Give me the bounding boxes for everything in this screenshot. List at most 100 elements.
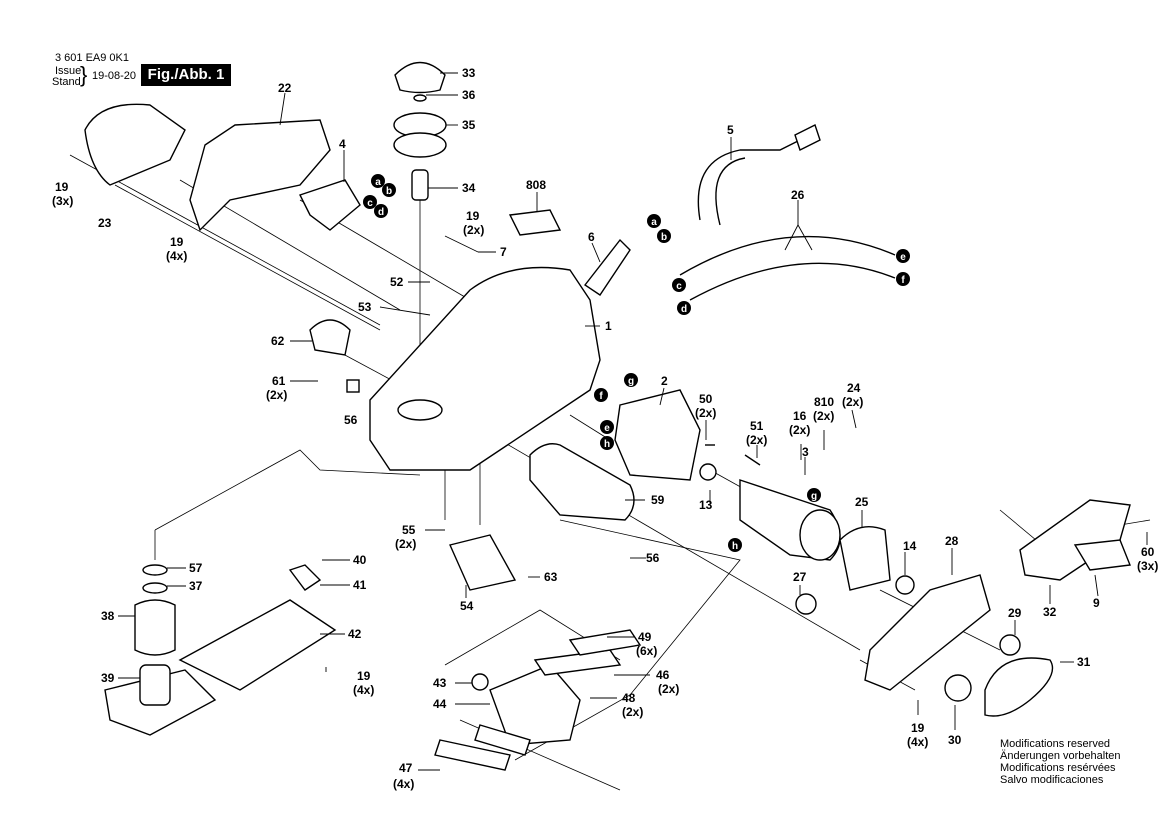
connector-g-1 bbox=[624, 373, 638, 387]
callout-label: 7 bbox=[500, 245, 507, 259]
connector-letter: c bbox=[367, 198, 373, 209]
callout-label: (3x) bbox=[52, 194, 73, 208]
field-cover-part bbox=[529, 443, 635, 521]
callout-label: 2 bbox=[661, 374, 668, 388]
sole-plate-part bbox=[178, 599, 337, 691]
callout-label: 23 bbox=[98, 216, 112, 230]
connector-letters: a b c d a b e f c d f g e h g h bbox=[367, 177, 906, 552]
connector-letter: g bbox=[811, 491, 817, 502]
callout-label: 63 bbox=[544, 570, 558, 584]
callout-label: 54 bbox=[460, 599, 474, 613]
callout-label: (4x) bbox=[353, 683, 374, 697]
callout-label: 53 bbox=[358, 300, 372, 314]
callout-label: 6 bbox=[588, 230, 595, 244]
callout-label: (4x) bbox=[393, 777, 414, 791]
cable-part bbox=[697, 139, 801, 221]
connector-d-1 bbox=[374, 204, 388, 218]
figure-badge: Fig./Abb. 1 bbox=[141, 64, 231, 86]
wire-part bbox=[679, 235, 896, 276]
bearing-seat-part bbox=[346, 379, 360, 393]
callout-label: (2x) bbox=[463, 223, 484, 237]
callout-label: 59 bbox=[651, 493, 665, 507]
header-brace: } bbox=[80, 62, 88, 87]
callout-label: (2x) bbox=[789, 423, 810, 437]
switch-part bbox=[299, 179, 361, 231]
callout-label: 43 bbox=[433, 676, 447, 690]
clamp-plate-part bbox=[434, 739, 511, 771]
callout-label: 24 bbox=[847, 381, 861, 395]
connector-letter: f bbox=[901, 275, 905, 286]
connector-a-2 bbox=[647, 214, 661, 228]
connector-c-1 bbox=[363, 195, 377, 209]
connector-e-2 bbox=[600, 420, 614, 434]
callout-label: 31 bbox=[1077, 655, 1091, 669]
callout-label: 19 bbox=[466, 209, 480, 223]
callout-label: (2x) bbox=[266, 388, 287, 402]
callout-label: 56 bbox=[646, 551, 660, 565]
callout-label: 46 bbox=[656, 668, 670, 682]
connector-letter: c bbox=[676, 281, 682, 292]
tag-part bbox=[508, 209, 562, 236]
note-line: Änderungen vorbehalten bbox=[1000, 750, 1121, 762]
connector-b-1 bbox=[382, 183, 396, 197]
connector-c-2 bbox=[672, 278, 686, 292]
modification-notes: Modifications reserved Änderungen vorbeh… bbox=[1000, 738, 1120, 786]
callout-label: 30 bbox=[948, 733, 962, 747]
spring-part bbox=[134, 599, 176, 656]
callout-label: 61 bbox=[272, 374, 286, 388]
callout-label: (3x) bbox=[1137, 559, 1158, 573]
callout-label: 26 bbox=[791, 188, 805, 202]
callout-label: 35 bbox=[462, 118, 476, 132]
clip-part bbox=[288, 564, 322, 591]
connector-letter: a bbox=[375, 177, 381, 188]
bracket-part bbox=[309, 319, 351, 356]
issue-date: 19-08-20 bbox=[92, 70, 137, 82]
callout-label: 32 bbox=[1043, 605, 1057, 619]
connector-g-2 bbox=[807, 488, 821, 502]
connector-f-2 bbox=[594, 388, 608, 402]
callout-label: 34 bbox=[462, 181, 476, 195]
fan-guard-part bbox=[839, 526, 891, 591]
callout-label: (2x) bbox=[395, 537, 416, 551]
note-line: Modifications reserved bbox=[1000, 738, 1111, 750]
callout-label: 52 bbox=[390, 275, 404, 289]
connector-letter: a bbox=[651, 217, 657, 228]
callout-label: 16 bbox=[793, 409, 807, 423]
connector-letter: b bbox=[661, 232, 667, 243]
handle-shell-part bbox=[189, 119, 331, 232]
connector-letter: e bbox=[900, 252, 906, 263]
connector-letter: b bbox=[386, 186, 392, 197]
connector-h-1 bbox=[600, 436, 614, 450]
callout-label: 40 bbox=[353, 553, 367, 567]
callout-label: 19 bbox=[170, 235, 184, 249]
callout-label: 13 bbox=[699, 498, 713, 512]
callout-label: (2x) bbox=[622, 705, 643, 719]
callout-label: 41 bbox=[353, 578, 367, 592]
note-line: Modifications resérvées bbox=[1000, 762, 1116, 774]
label-part bbox=[1073, 539, 1131, 571]
callout-label: 808 bbox=[526, 178, 546, 192]
callout-label: (4x) bbox=[166, 249, 187, 263]
callout-label: 36 bbox=[462, 88, 476, 102]
callout-label: 48 bbox=[622, 691, 636, 705]
callout-label: 1 bbox=[605, 319, 612, 333]
callout-label: 9 bbox=[1093, 596, 1100, 610]
callout-label: 49 bbox=[638, 630, 652, 644]
callout-label: (2x) bbox=[746, 433, 767, 447]
callout-label: 50 bbox=[699, 392, 713, 406]
connector-letter: h bbox=[732, 541, 738, 552]
callout-label: 19 bbox=[357, 669, 371, 683]
callout-label: 60 bbox=[1141, 545, 1155, 559]
knob-part bbox=[394, 61, 446, 94]
issue-label: Issue bbox=[55, 65, 82, 77]
callout-label: 37 bbox=[189, 579, 203, 593]
connector-h-2 bbox=[728, 538, 742, 552]
cable-sleeve-part bbox=[583, 238, 631, 296]
part-callouts: 33 36 35 34 22 4 5 808 26 19 (3x) 23 19 … bbox=[52, 66, 1158, 791]
leader-lines bbox=[118, 72, 1148, 771]
callout-label: 55 bbox=[402, 523, 416, 537]
callout-label: 56 bbox=[344, 413, 358, 427]
cover-part bbox=[84, 103, 186, 186]
callout-label: 25 bbox=[855, 495, 869, 509]
